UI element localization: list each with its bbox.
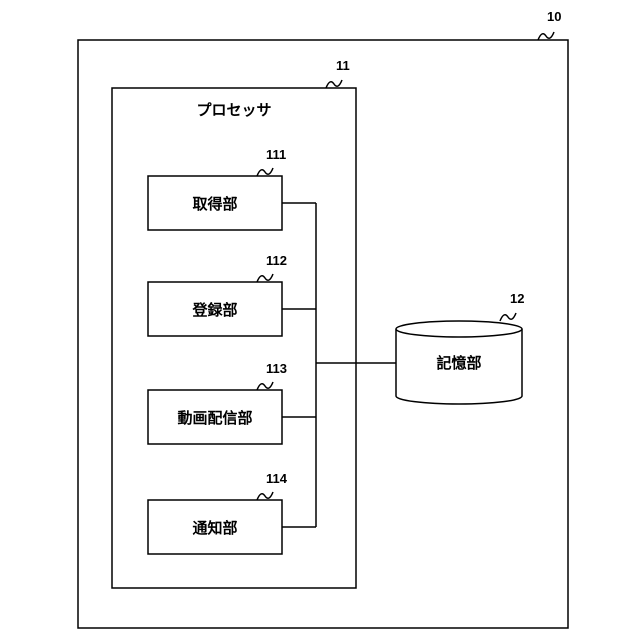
module-ref-notification: 114 — [266, 471, 288, 486]
processor-label: プロセッサ — [196, 101, 271, 119]
storage-ref: 12 — [510, 291, 524, 306]
module-label-notification: 通知部 — [192, 519, 237, 537]
device-leader — [538, 32, 554, 40]
module-label-acquisition: 取得部 — [192, 195, 237, 213]
processor-ref: 11 — [336, 58, 350, 73]
module-ref-acquisition: 111 — [266, 147, 286, 162]
device-ref: 10 — [547, 9, 561, 24]
module-label-video-delivery: 動画配信部 — [177, 409, 252, 427]
module-ref-registration: 112 — [266, 253, 287, 268]
module-label-registration: 登録部 — [191, 301, 237, 319]
storage-label: 記憶部 — [436, 354, 481, 372]
module-ref-video-delivery: 113 — [266, 361, 287, 376]
